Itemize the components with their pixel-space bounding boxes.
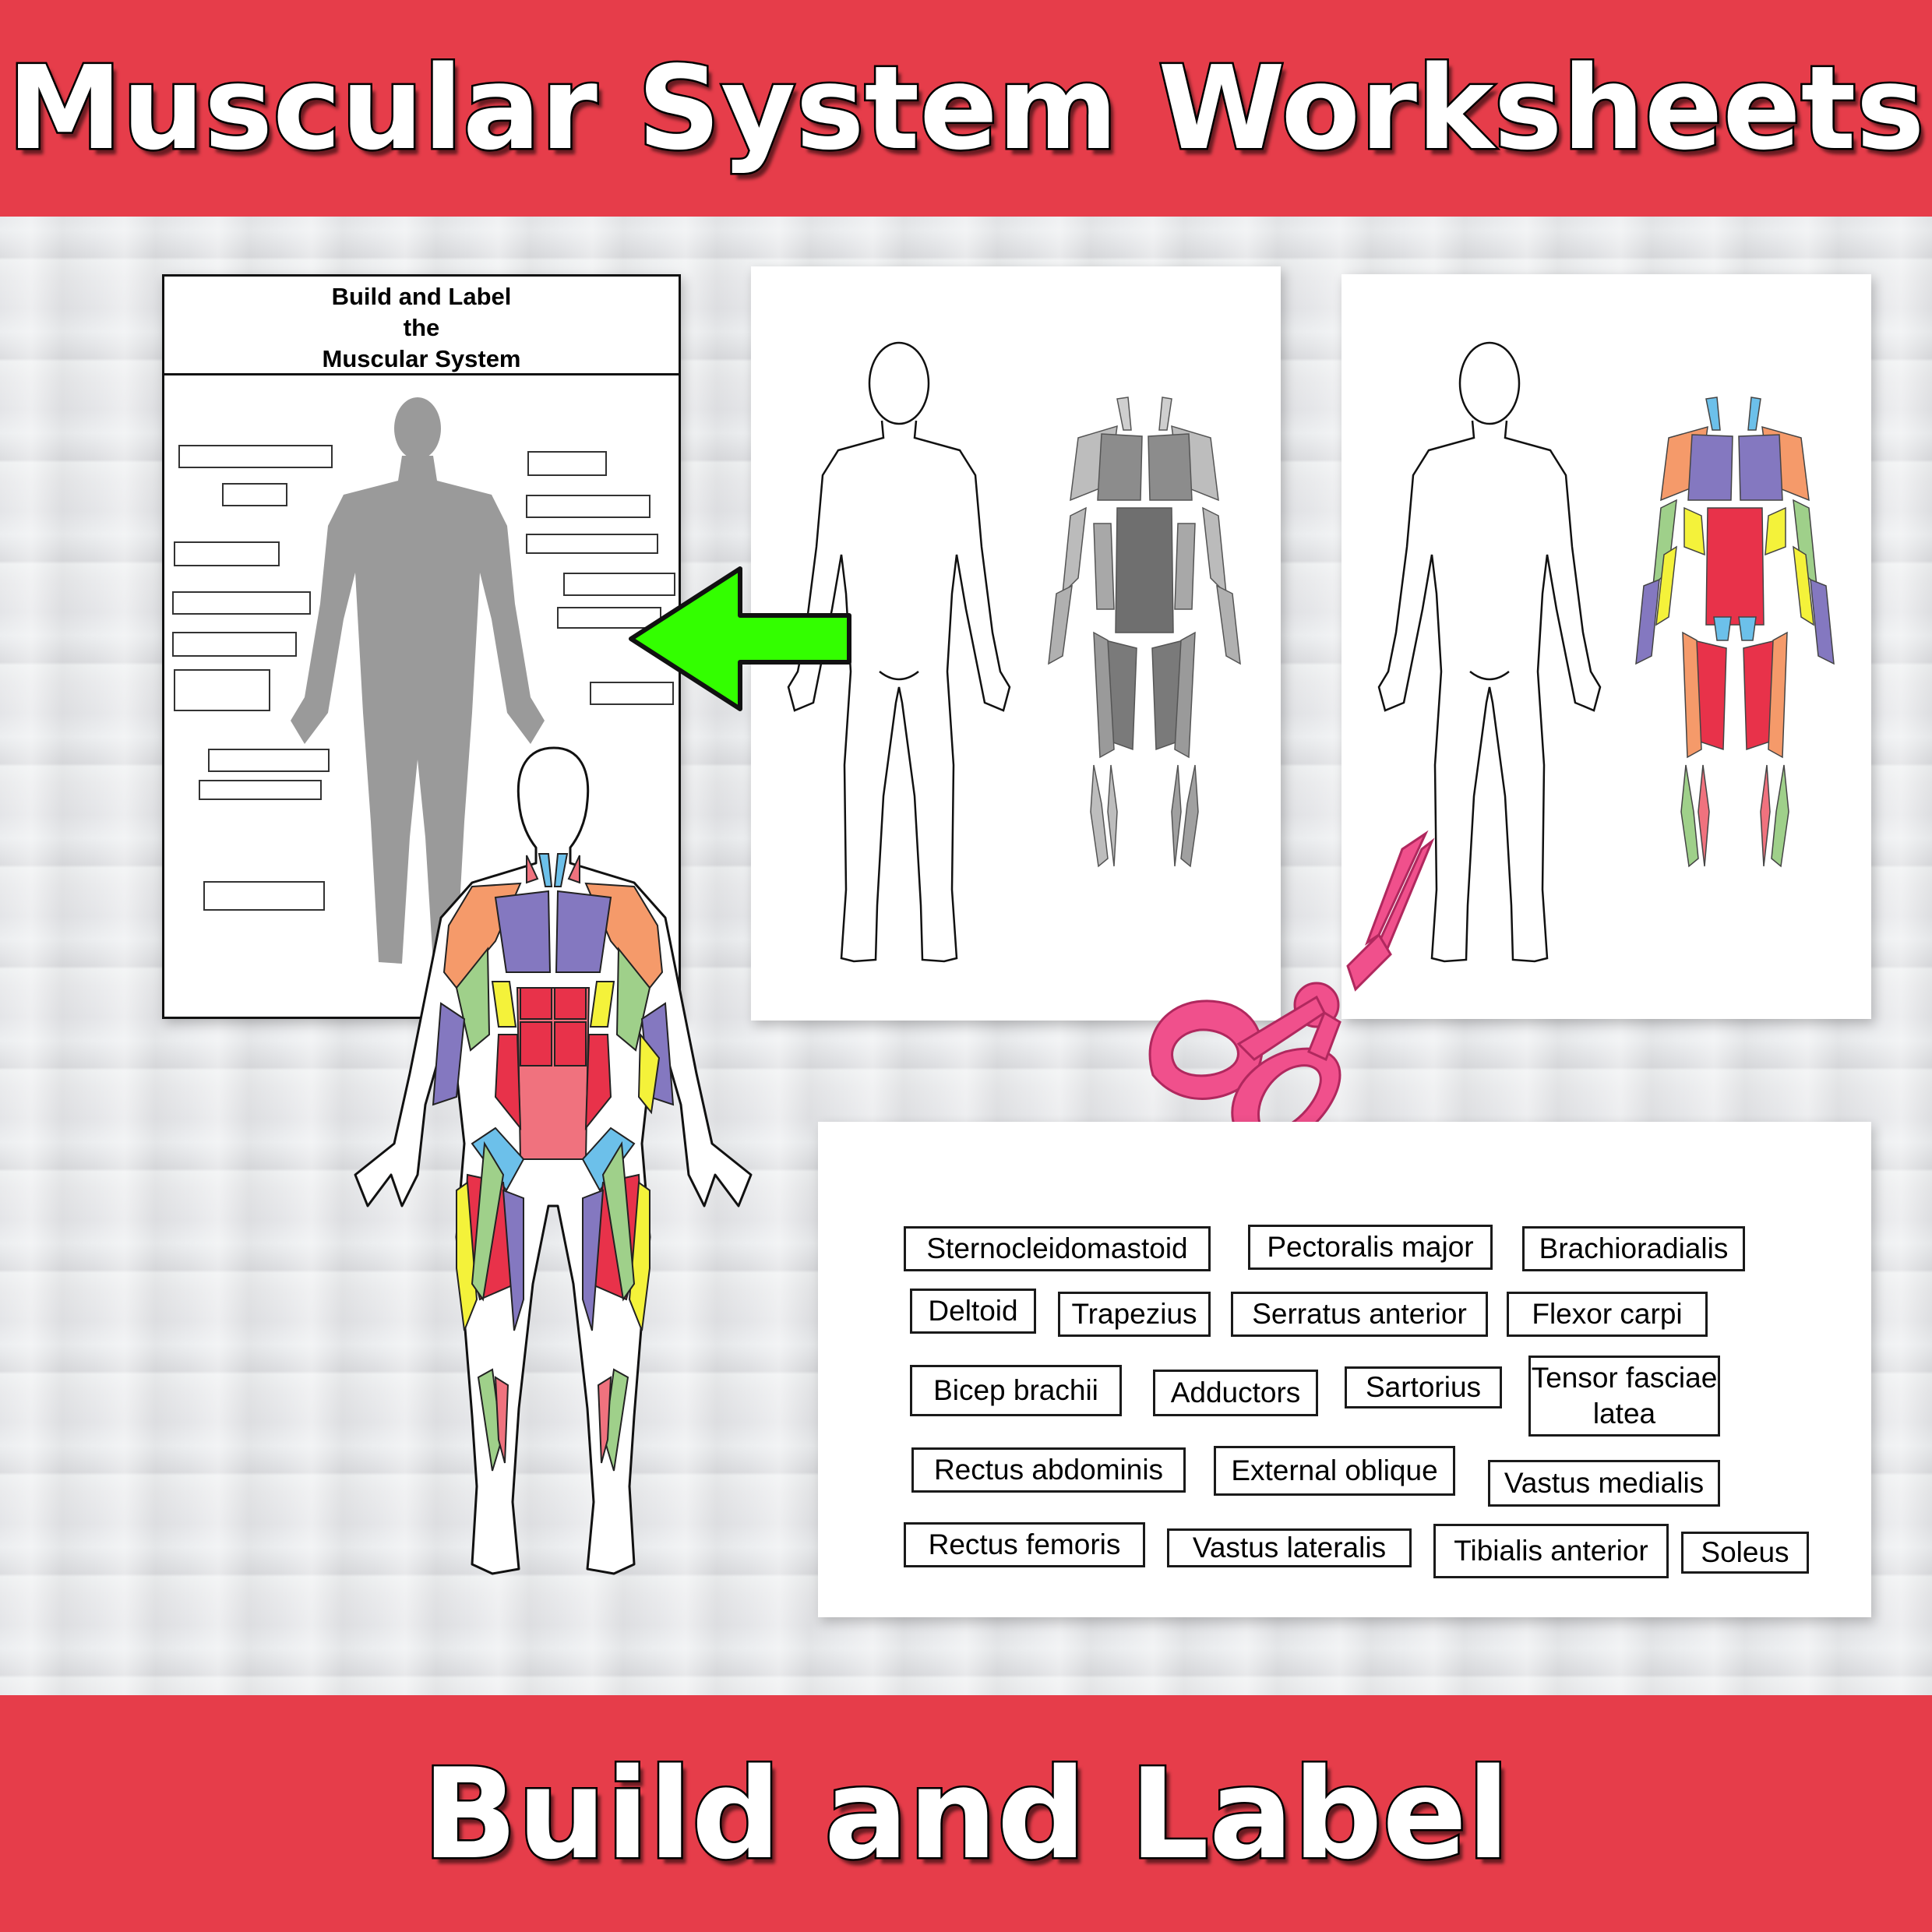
cutout-label[interactable]: Trapezius bbox=[1058, 1292, 1211, 1337]
cutout-label[interactable]: Flexor carpi bbox=[1507, 1292, 1708, 1337]
blank-label-box[interactable] bbox=[199, 780, 322, 800]
cutout-label[interactable]: Pectoralis major bbox=[1248, 1225, 1493, 1270]
cutout-label[interactable]: Rectus femoris bbox=[904, 1522, 1145, 1567]
cutout-label[interactable]: Soleus bbox=[1681, 1532, 1809, 1574]
blank-label-box[interactable] bbox=[222, 483, 287, 506]
blank-label-box[interactable] bbox=[590, 682, 674, 705]
cutout-label[interactable]: Serratus anterior bbox=[1231, 1292, 1488, 1337]
arrow-left-icon bbox=[629, 566, 851, 711]
cutout-label[interactable]: Vastus medialis bbox=[1488, 1460, 1720, 1507]
bottom-banner: Build and Label bbox=[0, 1695, 1932, 1932]
cutout-label[interactable]: Vastus lateralis bbox=[1167, 1528, 1412, 1567]
blank-label-box[interactable] bbox=[527, 451, 607, 476]
blank-label-box[interactable] bbox=[172, 591, 311, 615]
cutout-label[interactable]: Bicep brachii bbox=[910, 1365, 1122, 1416]
grey-muscle-pieces bbox=[1048, 397, 1241, 868]
cutout-label[interactable]: Tensor fasciae latea bbox=[1528, 1356, 1720, 1437]
blank-label-box[interactable] bbox=[172, 632, 297, 657]
colored-muscle-worksheet bbox=[1341, 274, 1871, 1019]
blank-label-box[interactable] bbox=[208, 749, 330, 772]
top-banner: Muscular System Worksheets bbox=[0, 0, 1932, 217]
body-outline bbox=[787, 341, 1011, 963]
worksheet-title-line3: Muscular System bbox=[322, 345, 521, 372]
cutout-labels-sheet: Sternocleidomastoid Pectoralis major Bra… bbox=[818, 1122, 1871, 1617]
blank-label-box[interactable] bbox=[526, 495, 650, 518]
cutout-label[interactable]: Tibialis anterior bbox=[1433, 1524, 1669, 1578]
blank-label-box[interactable] bbox=[178, 445, 333, 468]
colored-muscle-figure bbox=[354, 746, 753, 1575]
worksheet-title-box: Build and Label the Muscular System bbox=[164, 277, 679, 375]
banner-title: Muscular System Worksheets bbox=[5, 40, 1927, 178]
blank-label-box[interactable] bbox=[174, 669, 270, 711]
blank-label-box[interactable] bbox=[557, 607, 661, 629]
worksheet-title-line1: Build and Label bbox=[331, 283, 512, 310]
colored-muscle-pieces bbox=[1635, 397, 1835, 868]
blank-label-box[interactable] bbox=[526, 534, 658, 554]
worksheet-title-line2: the bbox=[403, 314, 440, 341]
cutout-label[interactable]: Deltoid bbox=[910, 1289, 1036, 1334]
blank-label-box[interactable] bbox=[203, 881, 325, 911]
cutout-label[interactable]: Sartorius bbox=[1345, 1366, 1502, 1408]
banner-subtitle: Build and Label bbox=[421, 1739, 1512, 1888]
cutout-label[interactable]: Rectus abdominis bbox=[911, 1447, 1186, 1493]
body-outline bbox=[1377, 341, 1602, 963]
cutout-label[interactable]: Sternocleidomastoid bbox=[904, 1226, 1211, 1271]
grey-body-silhouette bbox=[291, 397, 545, 964]
blank-label-box[interactable] bbox=[174, 541, 280, 566]
cutout-label[interactable]: External oblique bbox=[1214, 1446, 1455, 1496]
cutout-label[interactable]: Adductors bbox=[1153, 1370, 1318, 1416]
cutout-label[interactable]: Brachioradialis bbox=[1522, 1226, 1745, 1271]
blank-label-box[interactable] bbox=[563, 573, 675, 596]
